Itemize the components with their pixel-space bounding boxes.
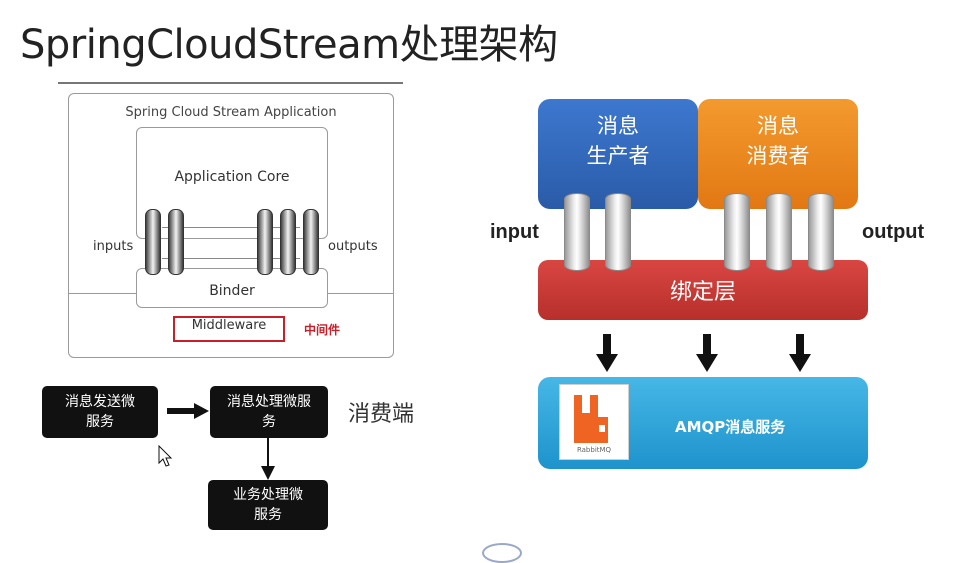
output-pipe [724, 193, 750, 271]
consumer-box: 消息 消费者 [698, 99, 858, 209]
output-channel-cylinder [257, 209, 273, 275]
app-label: Spring Cloud Stream Application [125, 105, 337, 120]
partial-logo-icon [482, 543, 522, 563]
business-service-label: 业务处理微服务 [233, 487, 303, 523]
input-label: input [490, 221, 539, 243]
output-pipe [808, 193, 834, 271]
consumer-side-label: 消费端 [348, 402, 415, 427]
rabbitmq-text: RabbitMQ [576, 446, 612, 454]
middleware-label: Middleware [191, 318, 267, 333]
input-channel-cylinder [168, 209, 184, 275]
channel-rail-top [162, 227, 300, 228]
amqp-label: AMQP消息服务 [675, 418, 786, 436]
page-title: SpringCloudStream处理架构 [20, 22, 558, 68]
down-arrow-icon [261, 436, 275, 480]
consumer-line2: 消费者 [746, 144, 810, 168]
channel-rail-bottom [162, 258, 300, 259]
process-service-label: 消息处理微服务 [227, 394, 311, 430]
producer-line1: 消息 [597, 114, 639, 138]
binder-box [136, 268, 328, 308]
mouse-cursor-icon [158, 445, 173, 467]
producer-line2: 生产者 [586, 144, 650, 168]
business-service-block: 业务处理微服务 [208, 480, 328, 530]
send-service-block: 消息发送微服务 [42, 386, 158, 438]
inputs-label: inputs [93, 239, 134, 254]
down-arrow-icon [596, 334, 618, 372]
right-arrow-icon [167, 403, 209, 419]
output-channel-cylinder [303, 209, 319, 275]
output-channel-cylinder [280, 209, 296, 275]
binder-label: Binder [209, 283, 255, 299]
input-channel-cylinder [145, 209, 161, 275]
producer-box: 消息 生产者 [538, 99, 698, 209]
application-core-label: Application Core [174, 169, 290, 185]
down-arrow-icon [789, 334, 811, 372]
send-service-label: 消息发送微服务 [65, 394, 135, 430]
input-pipe [564, 193, 590, 271]
output-pipe [766, 193, 792, 271]
input-pipe [605, 193, 631, 271]
rabbitmq-logo: RabbitMQ [559, 384, 629, 460]
process-service-block: 消息处理微服务 [210, 386, 328, 438]
down-arrow-icon [696, 334, 718, 372]
app-frame [68, 93, 394, 358]
outputs-label: outputs [328, 239, 378, 254]
rabbitmq-icon [574, 395, 608, 443]
middleware-cn-label: 中间件 [304, 323, 341, 337]
title-divider [58, 82, 403, 84]
consumer-line1: 消息 [757, 114, 799, 138]
binding-layer-label: 绑定层 [669, 280, 736, 305]
middleware-highlight-box [173, 316, 285, 342]
output-label: output [862, 221, 925, 243]
